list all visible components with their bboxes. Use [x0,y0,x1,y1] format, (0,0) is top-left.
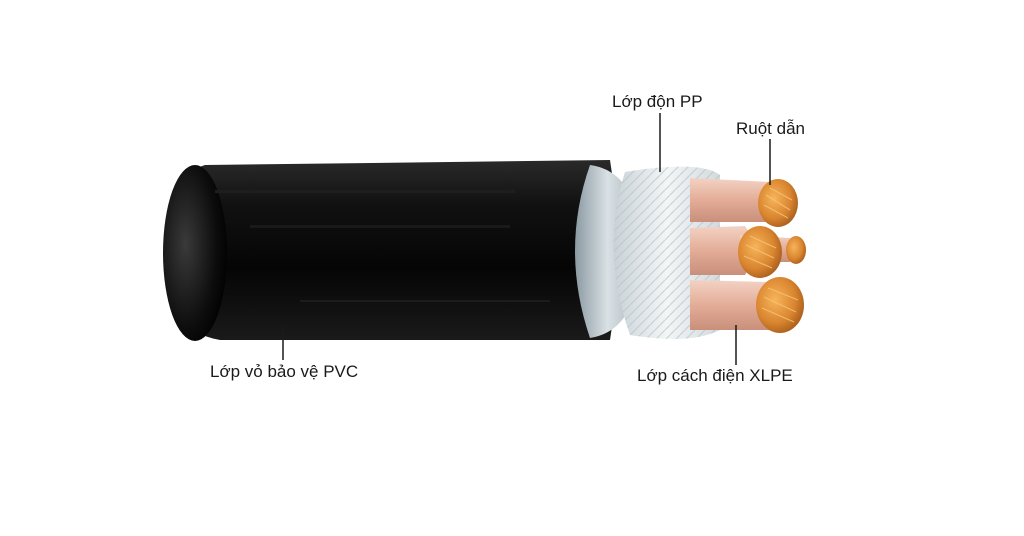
copper-conductors [738,179,806,333]
leader-lines [282,113,771,365]
label-conductor: Ruột dẫn [736,119,805,138]
label-xlpe-insulation: Lớp cách điện XLPE [637,366,793,385]
label-pp-filler: Lớp độn PP [612,92,703,111]
pvc-sheath [163,160,618,341]
conductor-small [786,236,806,264]
label-pvc-sheath: Lớp vỏ bảo vệ PVC [210,362,359,381]
